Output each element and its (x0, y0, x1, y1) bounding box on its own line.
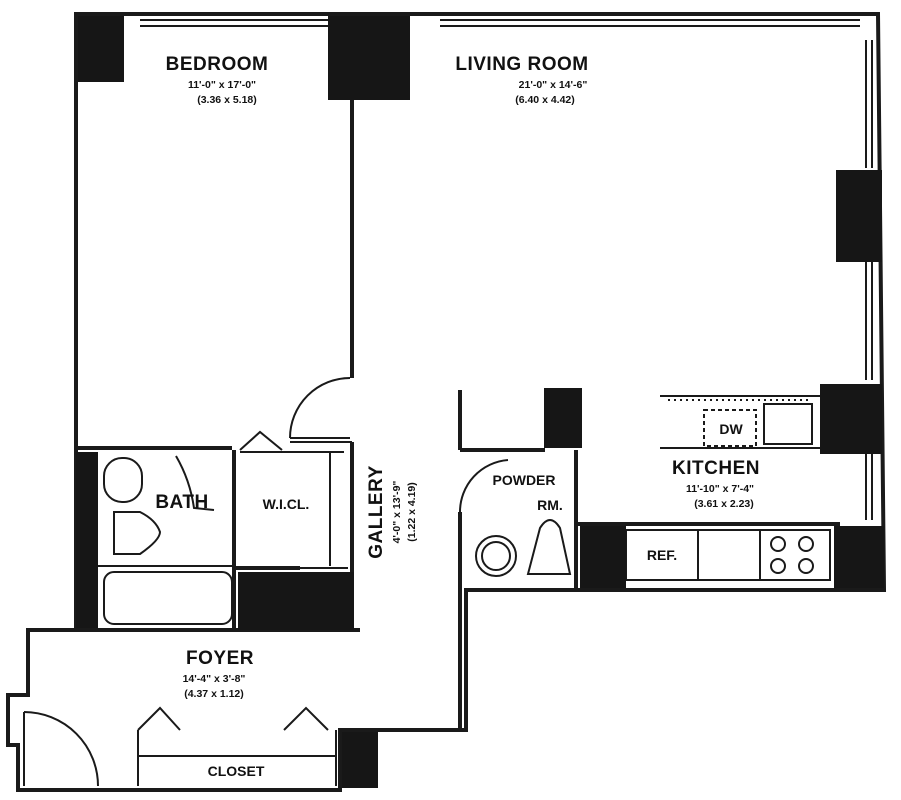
powder-room-name-line1: POWDER (493, 472, 556, 488)
thin-lines (23, 19, 873, 787)
bedroom-name: BEDROOM (166, 54, 269, 75)
room-labels: BEDROOM 11'-0" x 17'-0" (3.36 x 5.18) LI… (155, 54, 760, 779)
foyer-dim-imperial: 14'-4" x 3'-8" (183, 673, 246, 685)
bath-name: BATH (155, 492, 208, 513)
outer-wall (6, 12, 887, 792)
foyer-name: FOYER (186, 648, 254, 669)
walk-in-closet-name: W.I.CL. (263, 496, 310, 512)
kitchen-dim-imperial: 11'-10" x 7'-4" (686, 483, 754, 495)
structural-columns (76, 16, 884, 788)
gallery-dim-imperial: 4'-0" x 13'-9" (391, 481, 403, 544)
bedroom-dim-metric: (3.36 x 5.18) (197, 94, 257, 106)
gallery-dim-metric: (1.22 x 4.19) (406, 482, 418, 542)
refrigerator-label: REF. (647, 547, 677, 563)
kitchen-name: KITCHEN (672, 458, 760, 479)
foyer-dim-metric: (4.37 x 1.12) (184, 688, 244, 700)
living-room-dim-imperial: 21'-0" x 14'-6" (519, 79, 588, 91)
gallery-name: GALLERY (366, 465, 387, 559)
closet-name: CLOSET (208, 763, 265, 779)
living-room-dim-metric: (6.40 x 4.42) (515, 94, 575, 106)
bedroom-dim-imperial: 11'-0" x 17'-0" (188, 79, 256, 91)
living-room-name: LIVING ROOM (455, 54, 588, 75)
powder-room-name-line2: RM. (537, 497, 563, 513)
walls (6, 12, 887, 792)
dishwasher-label: DW (719, 421, 743, 437)
kitchen-dim-metric: (3.61 x 2.23) (694, 498, 754, 510)
